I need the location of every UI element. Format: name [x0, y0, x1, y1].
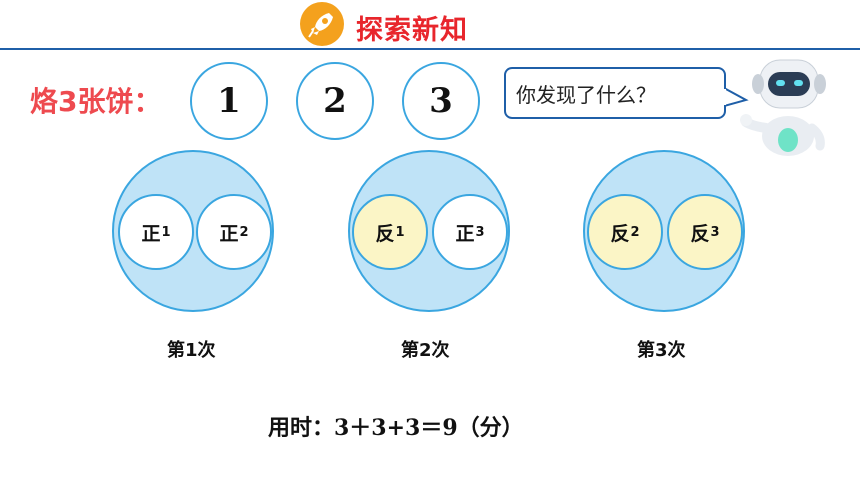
rocket-icon: [308, 13, 333, 38]
round-label-3: 第3次: [637, 340, 686, 361]
page-title: 探索新知: [356, 15, 468, 46]
cake-side: 正: [141, 222, 161, 245]
cake-index: 2: [630, 224, 640, 240]
speech-bubble-text: 你发现了什么？: [516, 82, 656, 107]
cake-side: 正: [455, 222, 475, 245]
cake-side: 反: [690, 222, 710, 245]
task-label: 烙3张饼：: [30, 85, 162, 118]
cake-number-1: 1: [190, 62, 268, 140]
cake-index: 3: [710, 224, 720, 240]
robot-icon: [740, 59, 826, 156]
round-label-2: 第2次: [401, 340, 450, 361]
cake-index: 1: [161, 224, 171, 240]
cake-index: 1: [395, 224, 405, 240]
header-line: [0, 48, 860, 50]
cake-side: 反: [375, 222, 395, 245]
cake-index: 3: [475, 224, 485, 240]
header-badge: [300, 2, 344, 46]
total-time: 用时：3＋3+3＝9（分）: [268, 415, 524, 441]
round-label-1: 第1次: [167, 340, 216, 361]
cake-number-3: 3: [402, 62, 480, 140]
speech-bubble-tail: [724, 87, 749, 107]
cake-number-2: 2: [296, 62, 374, 140]
speech-bubble: 你发现了什么？: [504, 67, 726, 119]
cake-index: 2: [239, 224, 249, 240]
cake-side: 正: [219, 222, 239, 245]
cake-side: 反: [610, 222, 630, 245]
